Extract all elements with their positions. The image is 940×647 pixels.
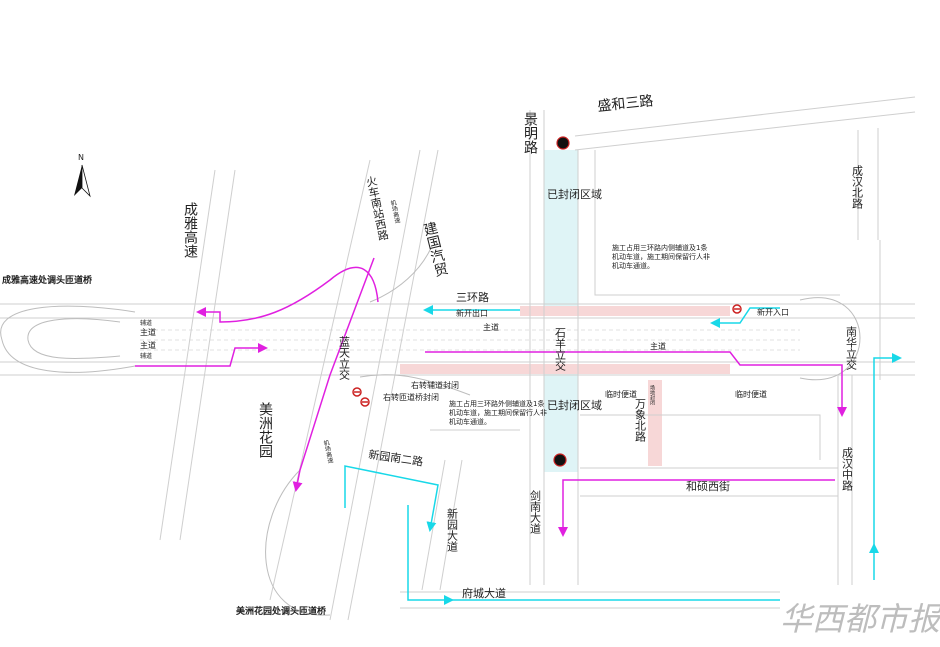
watermark-text: 华西都市报 bbox=[780, 600, 940, 638]
label-main-road-left-b: 主道 bbox=[140, 340, 156, 350]
label-main-road-left: 主道 bbox=[483, 322, 499, 332]
cyan-detours bbox=[344, 305, 902, 605]
label-chenghan-north-road: 成汉北路 bbox=[851, 165, 864, 210]
notice-south-box: 施工占用三环路外侧辅道及1条机动车道，施工期间保留行人非机动车通道。 bbox=[449, 400, 547, 426]
label-xinyuan-avenue: 新园大道 bbox=[446, 507, 459, 552]
notice-north: 施工占用三环路内侧辅道及1条机动车道，施工期间保留行人非机动车通道。 bbox=[612, 244, 710, 270]
construction-zone-south bbox=[400, 364, 730, 374]
label-lantian-interchange: 蓝天立交 bbox=[338, 336, 351, 381]
label-temp-road-1: 临时便道 bbox=[605, 389, 637, 399]
cyan-route-new-exit bbox=[710, 307, 780, 328]
magenta-route-loop bbox=[196, 266, 379, 323]
road-network bbox=[0, 96, 916, 621]
label-closed-zone-north: 已封闭区域 bbox=[547, 187, 602, 201]
label-airport-expressway-lower: 机场高速 bbox=[321, 439, 333, 466]
construction-zone-vertical bbox=[648, 380, 662, 466]
no-entry-icon bbox=[360, 397, 370, 407]
label-huochenan-road: 火车南站西路 bbox=[364, 175, 391, 243]
notice-south: 施工占用三环路外侧辅道及1条机动车道，施工期间保留行人非机动车通道。 bbox=[449, 400, 547, 426]
station-marker-icon bbox=[553, 453, 567, 467]
station-marker-icon bbox=[556, 136, 570, 150]
label-jingming-road: 景明路 bbox=[522, 112, 538, 154]
label-temp-road-2: 临时便道 bbox=[735, 389, 767, 399]
label-aux-road-left-bottom: 辅道 bbox=[140, 352, 152, 360]
annotation-labels: 成雅高速处调头匝道桥 美洲花园处调头匝道桥 已封闭区域 已封闭区域 新开出口 新… bbox=[2, 187, 789, 617]
label-hehsuo-west-street: 和硕西街 bbox=[686, 479, 730, 493]
road-labels: 成雅高速 火车南站西路 机场高速 建国汽贸 景明路 盛和三路 成汉北路 三环路 … bbox=[182, 93, 864, 600]
construction-zone-north bbox=[520, 306, 730, 316]
north-arrow-icon: N bbox=[74, 153, 91, 198]
label-aux-road-left-top: 辅道 bbox=[140, 319, 152, 327]
label-jianguo-auto: 建国汽贸 bbox=[420, 220, 449, 279]
cyan-route-fucheng bbox=[407, 505, 454, 605]
magenta-route-lantian-ramp bbox=[292, 257, 375, 492]
magenta-route-chengya-east bbox=[135, 343, 268, 367]
closed-zone-north bbox=[544, 150, 578, 310]
closed-zone-north-text: 已封闭区域 bbox=[547, 187, 602, 201]
label-third-ring-road: 三环路 bbox=[456, 291, 489, 304]
label-main-road-mid: 主道 bbox=[650, 341, 666, 351]
label-wanxiang-north-road: 万象北路 bbox=[634, 398, 647, 443]
label-fucheng-avenue: 府城大道 bbox=[462, 586, 506, 600]
label-meizhou-garden: 美洲花园 bbox=[257, 402, 273, 458]
label-shiyang-interchange: 石羊立交 bbox=[554, 327, 567, 372]
label-new-entrance: 新开入口 bbox=[757, 307, 789, 317]
magenta-route-east-main bbox=[425, 351, 847, 417]
label-chengya-uturn-bridge: 成雅高速处调头匝道桥 bbox=[2, 274, 93, 286]
label-closed-zone-south: 已封闭区域 bbox=[547, 398, 602, 412]
no-entry-icon bbox=[352, 387, 362, 397]
label-meizhou-uturn-bridge: 美洲花园处调头匝道桥 bbox=[236, 605, 327, 617]
label-new-exit: 新开出口 bbox=[456, 308, 488, 318]
magenta-detours bbox=[135, 257, 847, 537]
label-right-turn-aux-closed: 右转辅道封闭 bbox=[411, 380, 459, 390]
label-shenghe-third-road: 盛和三路 bbox=[597, 93, 654, 115]
closed-zones bbox=[400, 150, 730, 472]
cyan-route-xinyuan bbox=[344, 465, 439, 532]
closed-zone-south-text: 已封闭区域 bbox=[547, 398, 602, 412]
label-nanhua-interchange: 南华立交 bbox=[845, 326, 858, 371]
notice-north-box: 施工占用三环路内侧辅道及1条机动车道，施工期间保留行人非机动车通道。 bbox=[612, 244, 710, 270]
label-closure-vertical: 场地封闭 bbox=[649, 384, 655, 406]
markers bbox=[352, 136, 742, 467]
label-main-road-left-a: 主道 bbox=[140, 327, 156, 337]
label-jiannan-avenue: 剑南大道 bbox=[529, 489, 542, 534]
cyan-route-nanhua bbox=[873, 353, 902, 545]
label-chenghan-middle-road: 成汉中路 bbox=[841, 447, 854, 492]
label-xinyuan-south-second-road: 新园南二路 bbox=[368, 447, 424, 469]
label-chengya-expressway: 成雅高速 bbox=[182, 202, 198, 259]
label-airport-expressway-upper: 机场高速 bbox=[388, 199, 400, 226]
compass-label: N bbox=[78, 153, 84, 162]
no-entry-icon bbox=[732, 304, 742, 314]
label-right-turn-ramp-closed: 右转匝道桥封闭 bbox=[383, 392, 439, 402]
magenta-route-chenghan-south bbox=[558, 479, 835, 537]
